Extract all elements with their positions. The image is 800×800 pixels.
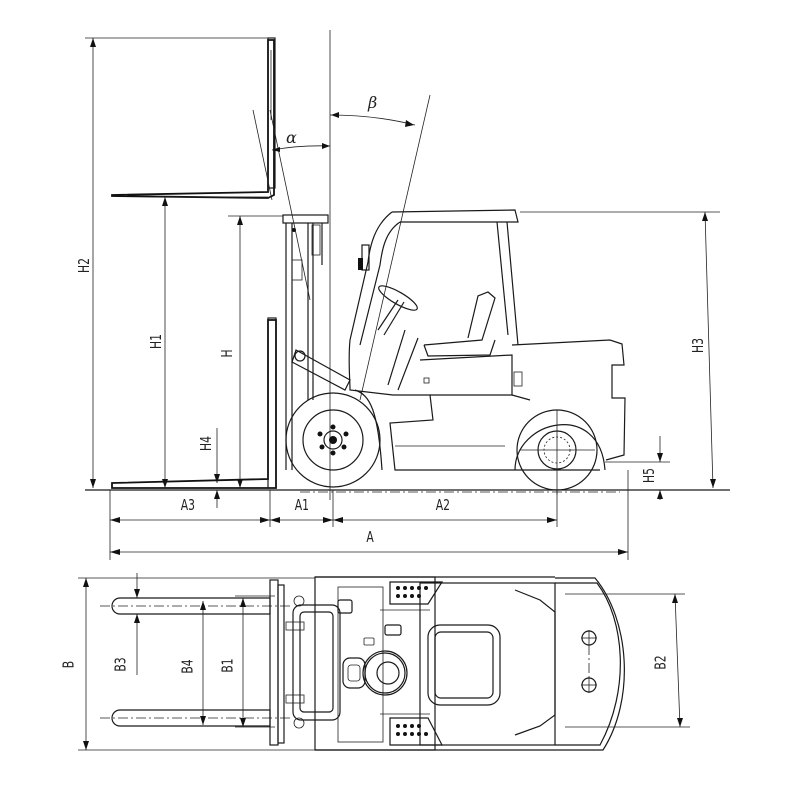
B4-label: B4 (178, 659, 197, 674)
lever (387, 329, 406, 386)
A2-label: A2 (435, 496, 451, 514)
tilt-cylinder (291, 349, 351, 391)
top-fork-lower (111, 709, 271, 727)
engine-hood (419, 582, 556, 746)
fork-carriage (269, 579, 279, 746)
B2-dimension (674, 593, 681, 728)
B-label: B (59, 660, 78, 669)
H-label: H (218, 349, 237, 358)
A1-label: A1 (294, 496, 310, 514)
truck-body (348, 339, 626, 471)
raised-fork (111, 37, 276, 199)
B3-label: B3 (111, 657, 130, 672)
front-wheel (285, 392, 381, 488)
A-label: A (366, 528, 374, 546)
backward-tilt-line (359, 94, 431, 401)
operator-seat (423, 291, 496, 357)
alpha-angle-label: α (286, 128, 297, 147)
beta-angle-label: β (368, 93, 378, 112)
overhead-guard (349, 209, 519, 346)
lever (397, 337, 419, 391)
H3-label: H3 (688, 338, 707, 353)
H1-label: H1 (146, 334, 165, 349)
counterweight (555, 582, 621, 746)
H5-label: H5 (639, 468, 658, 483)
step-plate (389, 717, 443, 746)
steering-wheel-top (362, 650, 408, 696)
steering-wheel (377, 285, 418, 336)
A3-label: A3 (180, 496, 196, 514)
H2-label: H2 (74, 258, 93, 273)
B1-label: B1 (218, 658, 237, 673)
step-plate (389, 581, 444, 605)
top-fork-upper (111, 597, 271, 615)
B2-label: B2 (651, 655, 670, 670)
lowered-fork (111, 317, 277, 489)
H3-dimension (704, 211, 714, 489)
H4-label: H4 (196, 436, 215, 451)
